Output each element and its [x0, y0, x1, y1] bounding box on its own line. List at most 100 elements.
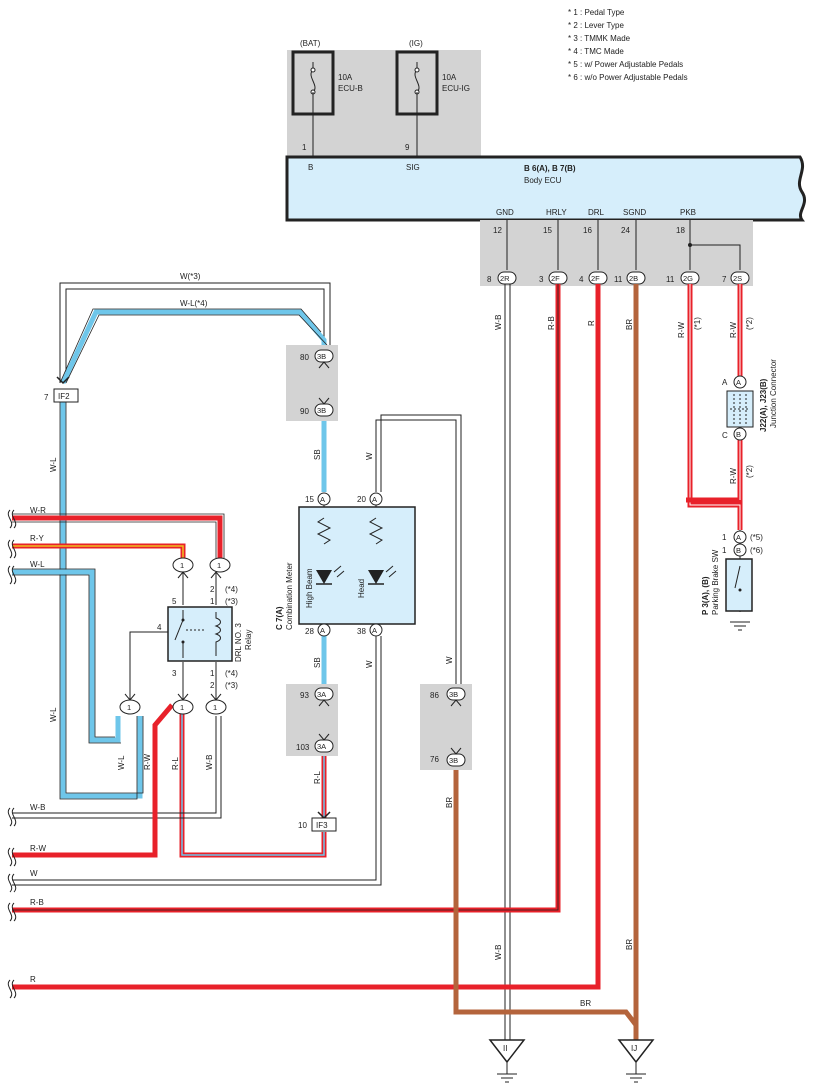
relay-conn-top2: 1 — [217, 561, 221, 570]
relay-name: DRL NO. 3 — [234, 623, 243, 662]
relay-note4-top: (*4) — [225, 585, 238, 594]
ground-ij-label: IJ — [631, 1044, 637, 1053]
jc-pin-c: C — [722, 431, 728, 440]
ground-ii-label: II — [503, 1044, 507, 1053]
ecu-term-drl: DRL — [588, 208, 605, 217]
pkb-name: Parking Brake SW — [711, 549, 720, 615]
jconn-2b: 2B — [629, 274, 638, 283]
meter-pin-38: 38 — [357, 627, 366, 636]
jc-code: J22(A), J23(B) — [759, 378, 768, 432]
wire-wr — [12, 513, 225, 558]
jpin-11: 11 — [614, 275, 623, 284]
ecu-term-gnd: GND — [496, 208, 514, 217]
led-head-icon — [368, 570, 384, 584]
ground-icon — [488, 1039, 526, 1064]
wire-label-sb-bottom: SB — [313, 657, 322, 668]
c3a-pin-93: 93 — [300, 691, 309, 700]
wires — [12, 282, 743, 1040]
relay-switch-icon — [174, 619, 184, 641]
relay-pin-2-top: 2 — [210, 585, 215, 594]
wire-label-w-top: W — [365, 452, 374, 460]
jpin-3: 3 — [539, 275, 544, 284]
wire-rl-relay — [179, 712, 327, 858]
body-ecu: B SIG B 6(A), B 7(B) Body ECU GND HRLY D… — [285, 155, 807, 222]
fuse-ig-name: ECU-IG — [442, 84, 470, 93]
fuse-bat-rating: 10A — [338, 73, 353, 82]
resistor-icon — [368, 517, 384, 545]
pkb-pin-b: 1 — [722, 546, 727, 555]
jpin-7: 7 — [722, 275, 727, 284]
if3-label: IF3 — [316, 821, 328, 830]
ecu-pin-24: 24 — [621, 226, 630, 235]
relay-type: Relay — [244, 630, 253, 650]
wire-pkb-rw1 — [687, 284, 743, 530]
ecu-term-sgnd: SGND — [623, 208, 646, 217]
if2-label: IF2 — [58, 392, 70, 401]
fuse-bat-name: ECU-B — [338, 84, 363, 93]
pkb-note-6: (*6) — [750, 546, 763, 555]
wire-label-rw-relay: R-W — [143, 754, 152, 770]
wire-breaks — [7, 509, 17, 999]
meter-conn-a2: A — [372, 495, 377, 504]
wire-pkb-rw2 — [686, 284, 743, 503]
wire-gnd-wb — [504, 284, 511, 1040]
wire-label-r: R — [30, 975, 36, 984]
wire-label-rl: R-L — [313, 771, 322, 784]
wire-label-drl-r: R — [587, 320, 596, 326]
jconn-2f-b: 2F — [591, 274, 600, 283]
meter-pin-15: 15 — [305, 495, 314, 504]
pkb-code: P 3(A), (B) — [701, 576, 710, 615]
jc-conn-a: A — [736, 378, 741, 387]
note-5: * 5 : w/ Power Adjustable Pedals — [568, 60, 683, 69]
wire-drl-r — [12, 284, 601, 990]
junction-connector: A A C B J22(A), J23(B) Junction Connecto… — [722, 359, 778, 441]
jconn-2s: 2S — [733, 274, 742, 283]
c3b-pin-90: 90 — [300, 407, 309, 416]
c3a-label-bottom: 3A — [317, 742, 326, 751]
relay-conn-bottom3: 1 — [213, 703, 217, 712]
pkb-note-5: (*5) — [750, 533, 763, 542]
meter-conn-a4: A — [372, 626, 377, 635]
relay-note4-bottom: (*4) — [225, 669, 238, 678]
c3b-pin-80: 80 — [300, 353, 309, 362]
wire-w3 — [59, 282, 331, 383]
note-1: * 1 : Pedal Type — [568, 8, 625, 17]
c3a-pin-103: 103 — [296, 743, 310, 752]
wire-label-jc-note: (*2) — [745, 465, 754, 478]
wire-label-br-horizontal: BR — [580, 999, 591, 1008]
c3b-label-top: 3B — [317, 352, 326, 361]
c3b-label-bottom: 3B — [317, 406, 326, 415]
wire-wb — [12, 716, 217, 814]
drl-relay: 1 1 2 (*4) 1 (*3) 5 4 DRL NO. 3 Relay 3 … — [119, 557, 253, 715]
jpin-11b: 11 — [666, 275, 675, 284]
ground-ij: IJ — [617, 1039, 655, 1083]
pkb-conn-b: B — [736, 546, 741, 555]
wire-labels: W(*3) W-L(*4) W-L W-R R-Y W-L W-L W-L R-… — [30, 272, 754, 1008]
c3b2-pin-76: 76 — [430, 755, 439, 764]
wire-label-pkb-note2: (*2) — [745, 317, 754, 330]
wire-meter-br — [453, 766, 638, 1027]
wire-label-wb-relay: W-B — [205, 755, 214, 770]
note-6: * 6 : w/o Power Adjustable Pedals — [568, 73, 688, 82]
wire-label-pkb-note1: (*1) — [693, 317, 702, 330]
note-4: * 4 : TMC Made — [568, 47, 624, 56]
jconn-2r: 2R — [500, 274, 510, 283]
relay-pin-5: 5 — [172, 597, 177, 606]
wire-label-w-bottom: W — [365, 660, 374, 668]
wire-label-rl-relay: R-L — [171, 757, 180, 770]
jpin-4: 4 — [579, 275, 584, 284]
c3b2-pin-86: 86 — [430, 691, 439, 700]
relay-conn-top1: 1 — [180, 561, 184, 570]
notes-legend: * 1 : Pedal Type * 2 : Lever Type * 3 : … — [568, 8, 688, 82]
meter-lamp-head: Head — [357, 579, 366, 598]
fuse-bat-pin: 1 — [302, 143, 307, 152]
ecu-term-pkb: PKB — [680, 208, 696, 217]
ecu-junction-block-bg — [480, 220, 753, 286]
connector-3b-bottom: 86 3B 76 3B — [420, 684, 472, 770]
wire-label-ry: R-Y — [30, 534, 44, 543]
fuse-bat-supply: (BAT) — [300, 39, 321, 48]
jc-name: Junction Connector — [769, 359, 778, 428]
c3a-label-top: 3A — [317, 690, 326, 699]
wire-label-sgnd-br-2: BR — [625, 939, 634, 950]
